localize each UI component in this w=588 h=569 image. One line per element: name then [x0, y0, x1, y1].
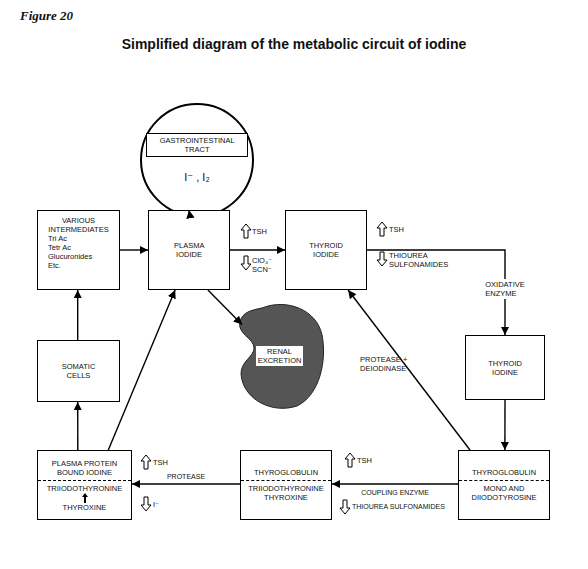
- node-text: THYROID IODIDE: [309, 241, 343, 259]
- effect-label: TSH: [153, 458, 168, 467]
- effect-label: TSH: [252, 227, 267, 236]
- kidney-shape: [240, 304, 324, 408]
- process-box: THYROGLOBULIN MONO AND DIIODOTYROSINE: [458, 450, 550, 520]
- flow-arrow: [230, 249, 285, 250]
- node-text: GASTROINTESTINAL TRACT: [160, 136, 235, 154]
- node-text: VARIOUS INTERMEDIATES: [48, 216, 108, 234]
- node-text: THYROGLOBULIN: [472, 468, 536, 477]
- circle-outline: [140, 103, 254, 217]
- effect-label: TSH: [357, 456, 372, 465]
- node-text: RENAL EXCRETION: [256, 346, 304, 366]
- effect-label: THIOUREA SULFONAMIDES: [389, 251, 448, 269]
- hollow-down-arrow: [377, 252, 387, 266]
- flow-arrow: [77, 402, 79, 450]
- flow-arrow: [504, 400, 506, 450]
- flow-arrow: [208, 290, 242, 325]
- hollow-up-arrow: [241, 224, 251, 238]
- hollow-up-arrow: [345, 453, 355, 467]
- node-text: Glucuronides: [48, 252, 92, 261]
- node-text: SOMATIC CELLS: [62, 362, 96, 380]
- hollow-down-arrow: [141, 497, 151, 511]
- hollow-up-arrow: [377, 222, 387, 236]
- effect-label: THIOUREA SULFONAMIDES: [352, 503, 445, 511]
- dashed-divider: [38, 480, 131, 481]
- node-text: THYROXINE: [63, 503, 107, 512]
- node-text: THYROID IODINE: [488, 359, 522, 377]
- effect-label: I⁻: [153, 500, 159, 509]
- flow-arrow: [332, 483, 458, 484]
- edge-label: PROTEASE + DEIODINASE: [360, 355, 416, 373]
- edge-label: COUPLING ENZYME: [361, 489, 429, 497]
- flow-arrow: [132, 483, 240, 484]
- flow-arrow: [120, 249, 148, 250]
- process-box: VARIOUS INTERMEDIATESTri AcTetr AcGlucur…: [37, 210, 120, 290]
- process-box: PLASMA PROTEIN BOUND IODINE TRIIODOTHYRON…: [37, 450, 132, 520]
- hollow-down-arrow: [340, 500, 350, 514]
- dashed-divider: [459, 480, 549, 481]
- figure-title: Simplified diagram of the metabolic circ…: [0, 36, 588, 53]
- organ-circle: I⁻ , I₂ GASTROINTESTINAL TRACT: [140, 103, 254, 217]
- process-box: THYROID IODINE: [465, 335, 545, 400]
- node-text: Tetr Ac: [48, 243, 71, 252]
- node-text: MONO AND DIIODOTYROSINE: [471, 484, 536, 502]
- process-box: THYROGLOBULIN TRIIODOTHYRONINE THYROXINE: [240, 450, 332, 520]
- node-text: THYROGLOBULIN: [254, 468, 318, 477]
- organ-label-box: GASTROINTESTINAL TRACT: [146, 133, 248, 157]
- edge-label: PROTEASE: [167, 473, 205, 481]
- figure-number: Figure 20: [20, 8, 73, 24]
- process-box: PLASMA IODIDE: [148, 210, 230, 290]
- flow-arrow: [77, 290, 78, 340]
- node-text: TRIIODOTHYRONINE: [47, 484, 122, 493]
- effect-label: ClO₄⁻ SCN⁻: [252, 256, 272, 274]
- node-text: PLASMA PROTEIN BOUND IODINE: [44, 459, 126, 477]
- process-box: SOMATIC CELLS: [37, 340, 120, 402]
- dashed-divider: [241, 480, 331, 481]
- circle-shape: [141, 104, 253, 216]
- flow-arrow: [348, 290, 470, 450]
- node-text: TRIIODOTHYRONINE THYROXINE: [241, 484, 331, 502]
- hollow-down-arrow: [241, 256, 251, 270]
- kidney-organ: RENAL EXCRETION: [232, 300, 327, 412]
- effect-label: TSH: [389, 225, 404, 234]
- node-text: Tri Ac: [48, 234, 67, 243]
- node-text: Etc.: [48, 261, 61, 270]
- process-box: THYROID IODIDE: [285, 210, 367, 290]
- hollow-up-arrow: [141, 455, 151, 469]
- node-text: I⁻ , I₂: [184, 171, 209, 184]
- node-text: PLASMA IODIDE: [174, 241, 204, 259]
- edge-label: OXIDATIVE ENZYME: [485, 279, 524, 299]
- small-arrow: [81, 493, 89, 503]
- arrow-shape: [82, 493, 88, 503]
